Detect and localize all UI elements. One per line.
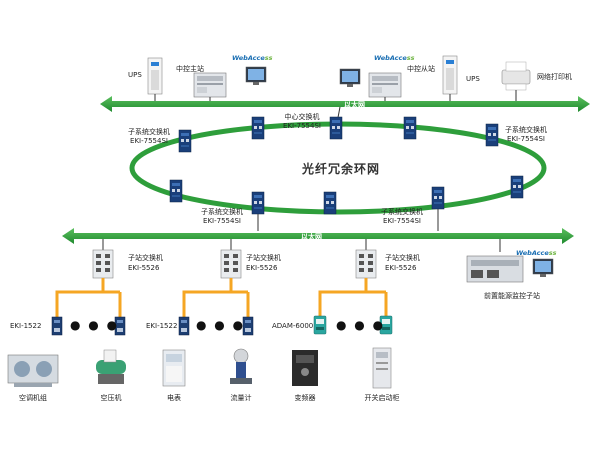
station2-name: 子站交换机 — [246, 254, 281, 262]
group2-dots: ● ● ● — [196, 318, 246, 332]
device-inverter — [292, 350, 318, 386]
station1-name: 子站交换机 — [128, 254, 163, 262]
device-air-compressor — [96, 349, 126, 384]
ups-right-label: UPS — [466, 75, 480, 83]
station-switch-2 — [220, 249, 242, 279]
webaccess-logo-2: WebAccess — [374, 54, 415, 62]
ups-left-label: UPS — [128, 71, 142, 79]
station2-model: EKI-5526 — [246, 264, 278, 272]
device-label-2: 电表 — [167, 394, 181, 402]
device-label-3: 流量计 — [230, 394, 252, 402]
device-switch-cabinet — [372, 347, 392, 389]
ups-right-device — [442, 55, 458, 95]
device-air-conditioner — [7, 354, 59, 387]
central-master-monitor — [245, 66, 267, 86]
central-slave-monitor — [339, 68, 361, 88]
central-slave-pc — [368, 72, 402, 98]
device-label-1: 空压机 — [100, 394, 122, 402]
group2-module-label: EKI-1522 — [146, 322, 178, 330]
station-switch-1 — [92, 249, 114, 279]
group3-dots: ● ● ● — [336, 318, 386, 332]
sub-left-model: EKI-7554SI — [130, 137, 168, 145]
device-electric-meter — [162, 349, 186, 387]
sub-left-name: 子系统交换机 — [128, 128, 170, 136]
central-master-pc — [193, 72, 227, 98]
station3-model: EKI-5526 — [385, 264, 417, 272]
sub-right-name: 子系统交换机 — [505, 126, 547, 134]
station-switch-3 — [355, 249, 377, 279]
top-ethernet-bus — [100, 96, 590, 112]
lower-ethernet-bus — [62, 228, 574, 244]
device-label-0: 空调机组 — [19, 394, 47, 402]
sub-bottom2-model: EKI-7554SI — [383, 217, 421, 225]
center-switch-name: 中心交换机 — [284, 113, 320, 121]
station1-model: EKI-5526 — [128, 264, 160, 272]
monitor-station-label: 前置能源监控子站 — [484, 292, 540, 300]
top-ethernet-label: 以太网 — [344, 101, 365, 109]
device-label-4: 变频器 — [294, 394, 316, 402]
ups-left-device — [147, 57, 163, 95]
group1-dots: ● ● ● — [70, 318, 120, 332]
printer-label: 网络打印机 — [537, 73, 572, 81]
field-wiring — [55, 278, 388, 318]
webaccess-logo-1: WebAccess — [232, 54, 273, 62]
sub-bottom2-name: 子系统交换机 — [381, 208, 423, 216]
printer-device — [501, 61, 531, 91]
lower-ethernet-label: 以太网 — [301, 233, 322, 241]
device-label-5: 开关启动柜 — [364, 394, 400, 402]
monitor-station-device — [466, 255, 554, 283]
center-switch-model: EKI-7554SI — [283, 122, 321, 130]
ring-title: 光纤冗余环网 — [302, 162, 381, 176]
group1-module-label: EKI-1522 — [10, 322, 42, 330]
webaccess-logo-3: WebAccess — [516, 249, 557, 257]
sub-bottom1-model: EKI-7554SI — [203, 217, 241, 225]
station3-name: 子站交换机 — [385, 254, 420, 262]
sub-bottom1-name: 子系统交换机 — [201, 208, 243, 216]
central-master-label: 中控主站 — [176, 65, 204, 73]
group3-module-label: ADAM-6000 — [272, 322, 314, 330]
central-slave-label: 中控从站 — [407, 65, 435, 73]
device-flowmeter — [230, 348, 252, 384]
sub-right-model: EKI-7554SI — [507, 135, 545, 143]
